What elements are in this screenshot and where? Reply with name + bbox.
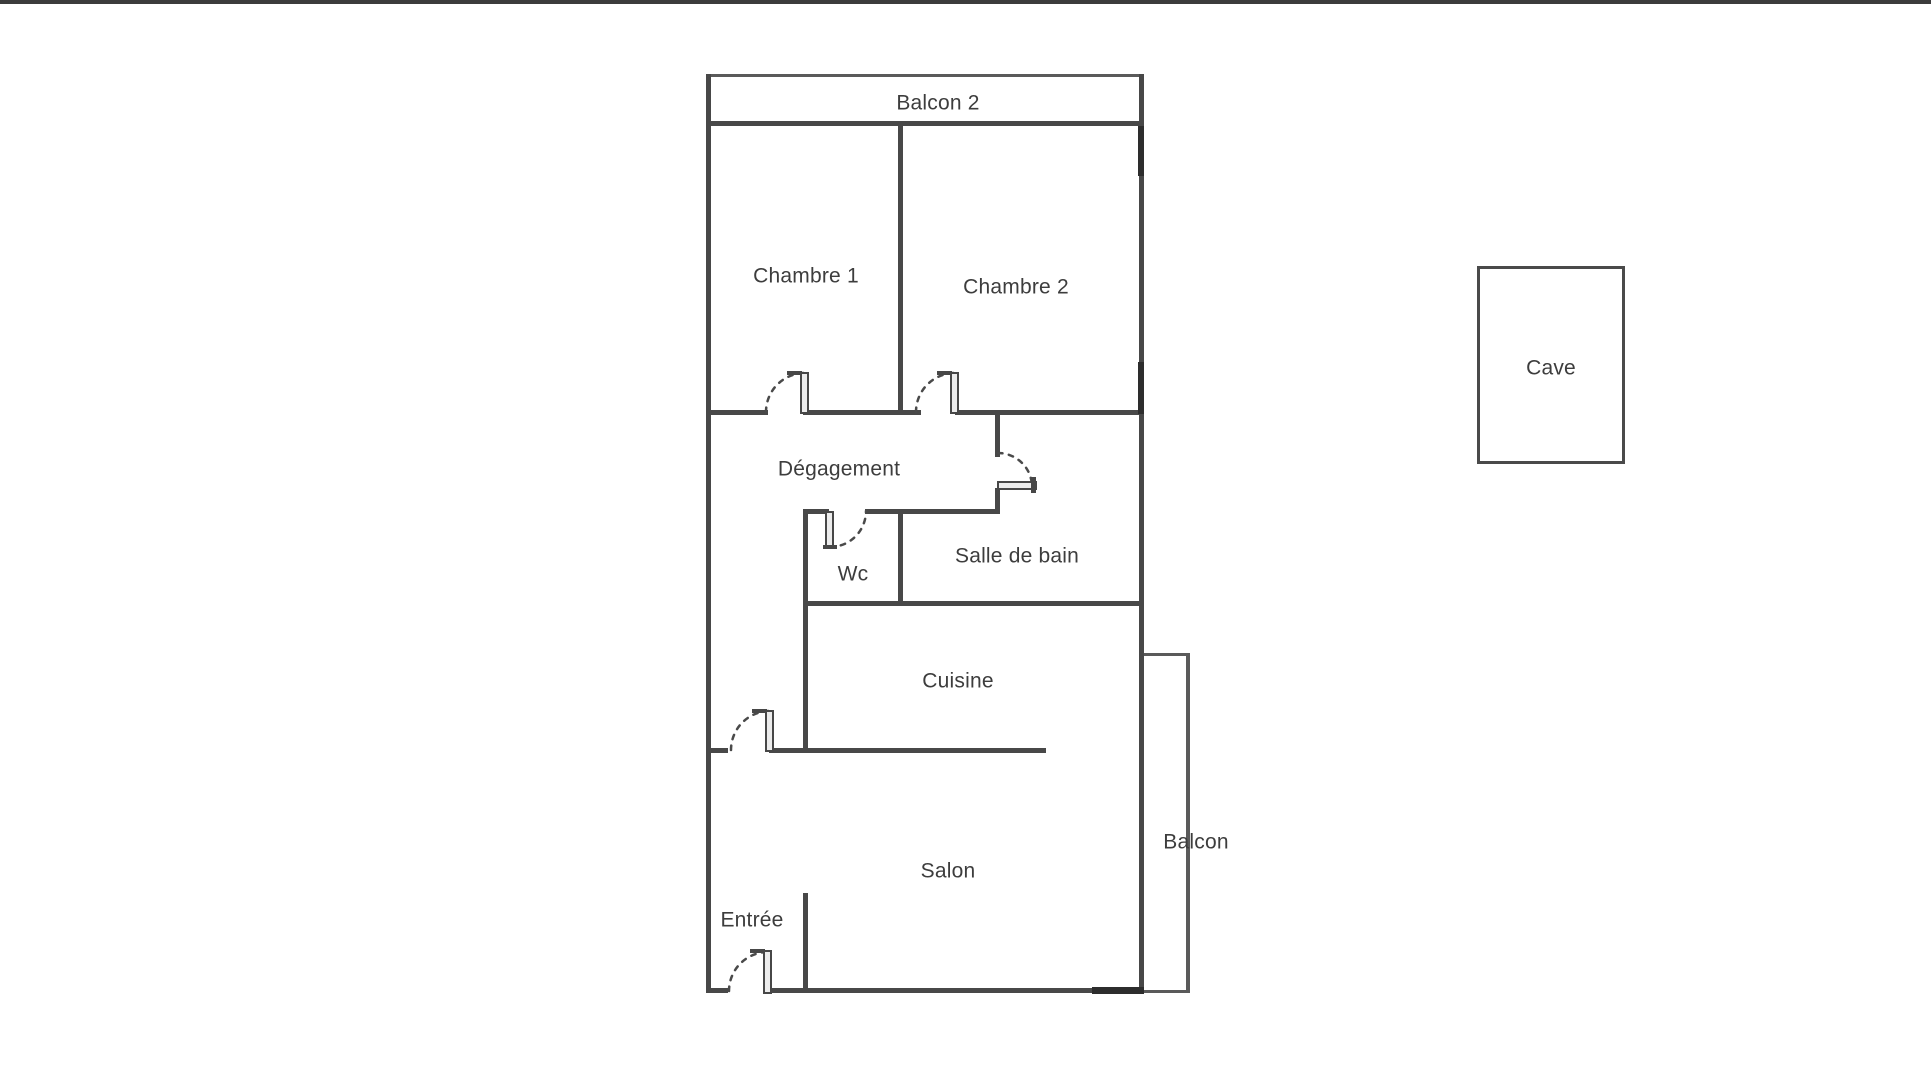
wall [706,748,728,753]
wall [803,601,1144,606]
room-label-chambre-2: Chambre 2 [963,275,1069,299]
door-leaf [825,511,834,549]
room-label-balcon: Balcon [1163,830,1229,854]
cave-outline [1477,266,1625,464]
window-top-border [0,0,1931,4]
wall [1139,74,1144,993]
wall [803,601,808,753]
door-leaf [997,481,1037,490]
room-label-degagement: Dégagement [777,457,901,481]
wall [1186,653,1190,993]
wall [955,410,1144,415]
door-leaf-cap [787,371,802,375]
wall [898,509,903,606]
wall [898,509,1000,514]
door-leaf-cap [937,371,952,375]
door-leaf-cap [823,545,837,549]
door-leaf [763,950,772,994]
wall [706,121,1144,126]
room-label-chambre-1: Chambre 1 [753,264,859,288]
wall [995,488,1000,514]
door-leaf [800,372,809,414]
wall [995,410,1000,457]
wall [706,988,728,993]
room-label-salle-de-bain: Salle de bain [954,544,1080,568]
wall [865,509,903,514]
room-label-cave: Cave [1526,356,1576,380]
wall [706,74,711,993]
room-label-balcon-2: Balcon 2 [896,91,980,115]
window-marker [1138,362,1144,414]
window-marker [1092,987,1144,994]
door-arc [828,509,868,549]
door-leaf [950,372,959,414]
window-marker [1138,126,1144,176]
wall [767,988,1144,993]
door-leaf [765,710,774,752]
wall [769,748,1046,753]
wall [803,410,921,415]
wall [803,509,808,606]
room-label-entree: Entrée [720,908,784,932]
wall [706,410,768,415]
wall [803,893,808,993]
wall [803,509,829,514]
wall [898,121,903,415]
room-label-cuisine: Cuisine [922,669,994,693]
wall [706,74,1144,77]
door-leaf-cap [752,709,767,713]
room-label-salon: Salon [920,859,976,883]
wall [1144,653,1190,656]
door-leaf-cap [1031,477,1036,493]
door-leaf-cap [750,949,765,953]
wall [1144,990,1190,993]
room-label-wc: Wc [837,562,869,586]
